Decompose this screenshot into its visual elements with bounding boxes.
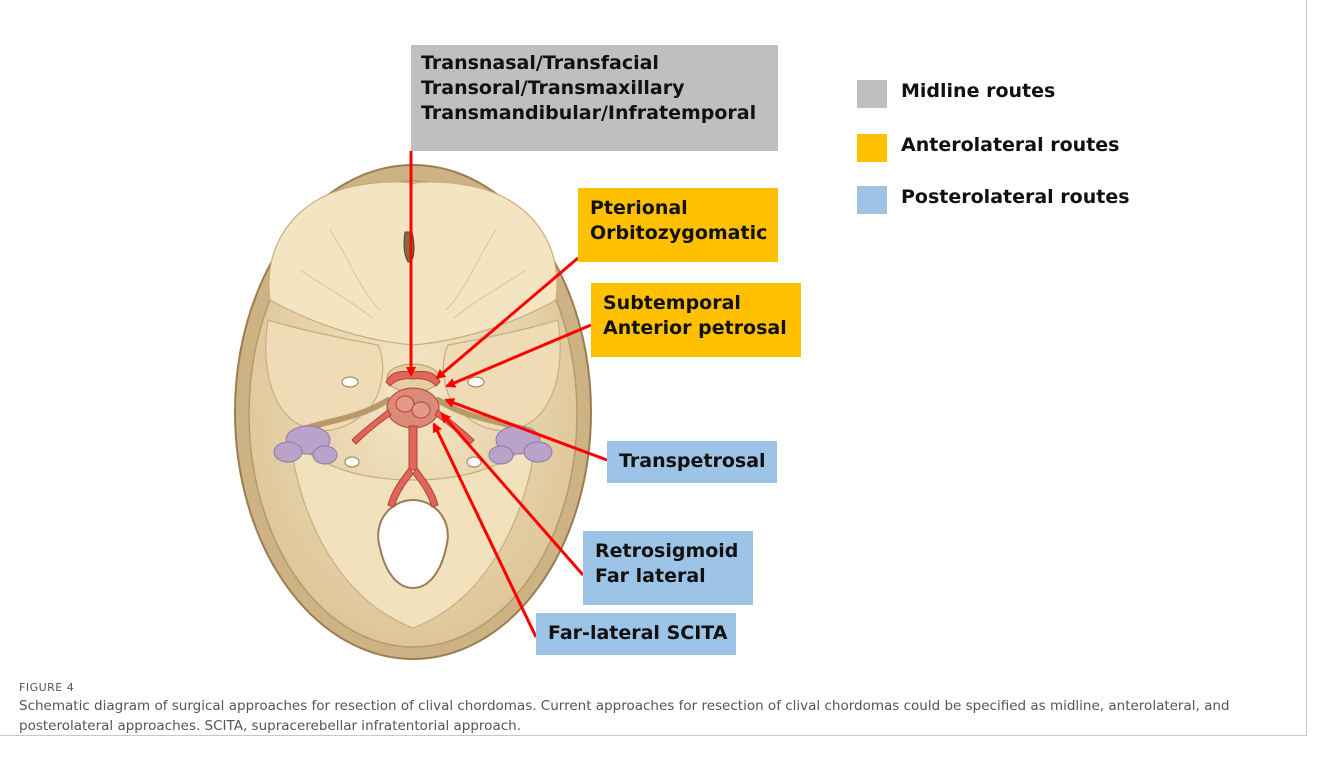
box-line: Retrosigmoid	[595, 539, 741, 564]
box-line: Anterior petrosal	[603, 316, 789, 341]
box-line: Transoral/Transmaxillary	[421, 76, 768, 101]
foramen-left-1	[342, 377, 358, 387]
figure-label: FIGURE 4	[19, 681, 74, 694]
foramen-left-2	[345, 457, 359, 467]
box-line: Subtemporal	[603, 291, 789, 316]
legend-swatch	[857, 80, 887, 108]
box-line: Far-lateral SCITA	[548, 621, 724, 646]
subtemporal-box: Subtemporal Anterior petrosal	[591, 283, 801, 357]
legend-label: Anterolateral routes	[901, 134, 1119, 156]
legend-swatch	[857, 134, 887, 162]
legend-item-anterolateral: Anterolateral routes	[857, 132, 1157, 164]
box-line: Far lateral	[595, 564, 741, 589]
box-line: Transpetrosal	[619, 449, 765, 474]
legend-label: Midline routes	[901, 80, 1055, 102]
legend-item-midline: Midline routes	[857, 78, 1157, 110]
legend-swatch	[857, 186, 887, 214]
foramen-right-1	[468, 377, 484, 387]
figure-caption: Schematic diagram of surgical approaches…	[19, 697, 1289, 737]
transpetrosal-box: Transpetrosal	[607, 441, 777, 483]
box-line: Pterional	[590, 196, 766, 221]
box-line: Transmandibular/Infratemporal	[421, 101, 768, 126]
anterior-fossa	[269, 182, 557, 345]
pterional-box: Pterional Orbitozygomatic	[578, 188, 778, 262]
legend-label: Posterolateral routes	[901, 186, 1130, 208]
foramen-right-2	[467, 457, 481, 467]
box-line: Orbitozygomatic	[590, 221, 766, 246]
retrosigmoid-box: Retrosigmoid Far lateral	[583, 531, 753, 605]
scita-box: Far-lateral SCITA	[536, 613, 736, 655]
box-line: Transnasal/Transfacial	[421, 51, 768, 76]
midline-approaches-box: Transnasal/Transfacial Transoral/Transma…	[411, 45, 778, 151]
legend-item-posterolateral: Posterolateral routes	[857, 184, 1157, 216]
crista-galli	[404, 232, 414, 262]
